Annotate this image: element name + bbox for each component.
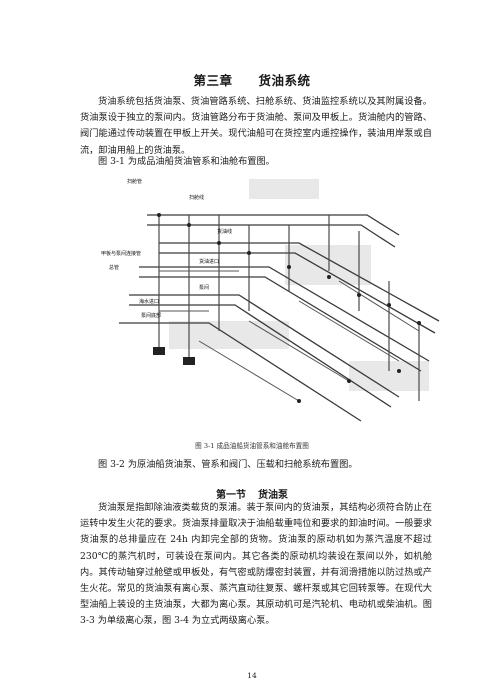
page-number: 14 [247, 671, 257, 680]
diagram-label-7: 泵间底部 [141, 312, 161, 319]
chapter-number: 第三章 [193, 73, 233, 88]
diagram-label-8: 甲板与泵间连接管 [101, 250, 141, 257]
piping-diagram: 扫舱管 扫舱线 货油线 货油进口 泵间 海水进口 泵间底部 甲板与泵间连接管 总… [99, 171, 459, 433]
diagram-label-4: 货油进口 [199, 258, 219, 265]
figure-reference-1: 图 3-1 为成品油船货油管系和油舱布置图。 [98, 156, 275, 167]
diagram-label-2: 扫舱线 [189, 194, 204, 201]
intro-paragraph: 货油系统包括货油泵、货油管路系统、扫舱系统、货油监控系统以及其附属设备。货油泵设… [80, 96, 432, 156]
diagram-label-5: 泵间 [199, 284, 209, 291]
chapter-name: 货油系统 [258, 73, 311, 88]
piping-diagram-figure: 扫舱管 扫舱线 货油线 货油进口 泵间 海水进口 泵间底部 甲板与泵间连接管 总… [99, 171, 459, 433]
section-name: 货油泵 [258, 490, 288, 501]
diagram-label-1: 扫舱管 [127, 178, 142, 185]
section-number: 第一节 [216, 490, 246, 501]
chapter-title: 第三章 货油系统 [0, 70, 504, 89]
diagram-label-9: 总管 [109, 264, 119, 271]
diagram-label-3: 货油线 [217, 228, 232, 235]
figure-reference-2: 图 3-2 为原油船货油泵、管系和阀门、压载和扫舱系统布置图。 [98, 459, 358, 470]
section-title: 第一节 货油泵 [0, 486, 504, 501]
figure-caption: 图 3-1 成品油船货油管系和油舱布置图 [195, 442, 309, 450]
diagram-label-6: 海水进口 [139, 298, 159, 305]
section-paragraph: 货油泵是指卸除油液类载货的泵浦。装于泵间内的货油泵，其结构必须符合防止在运转中发… [80, 502, 432, 627]
